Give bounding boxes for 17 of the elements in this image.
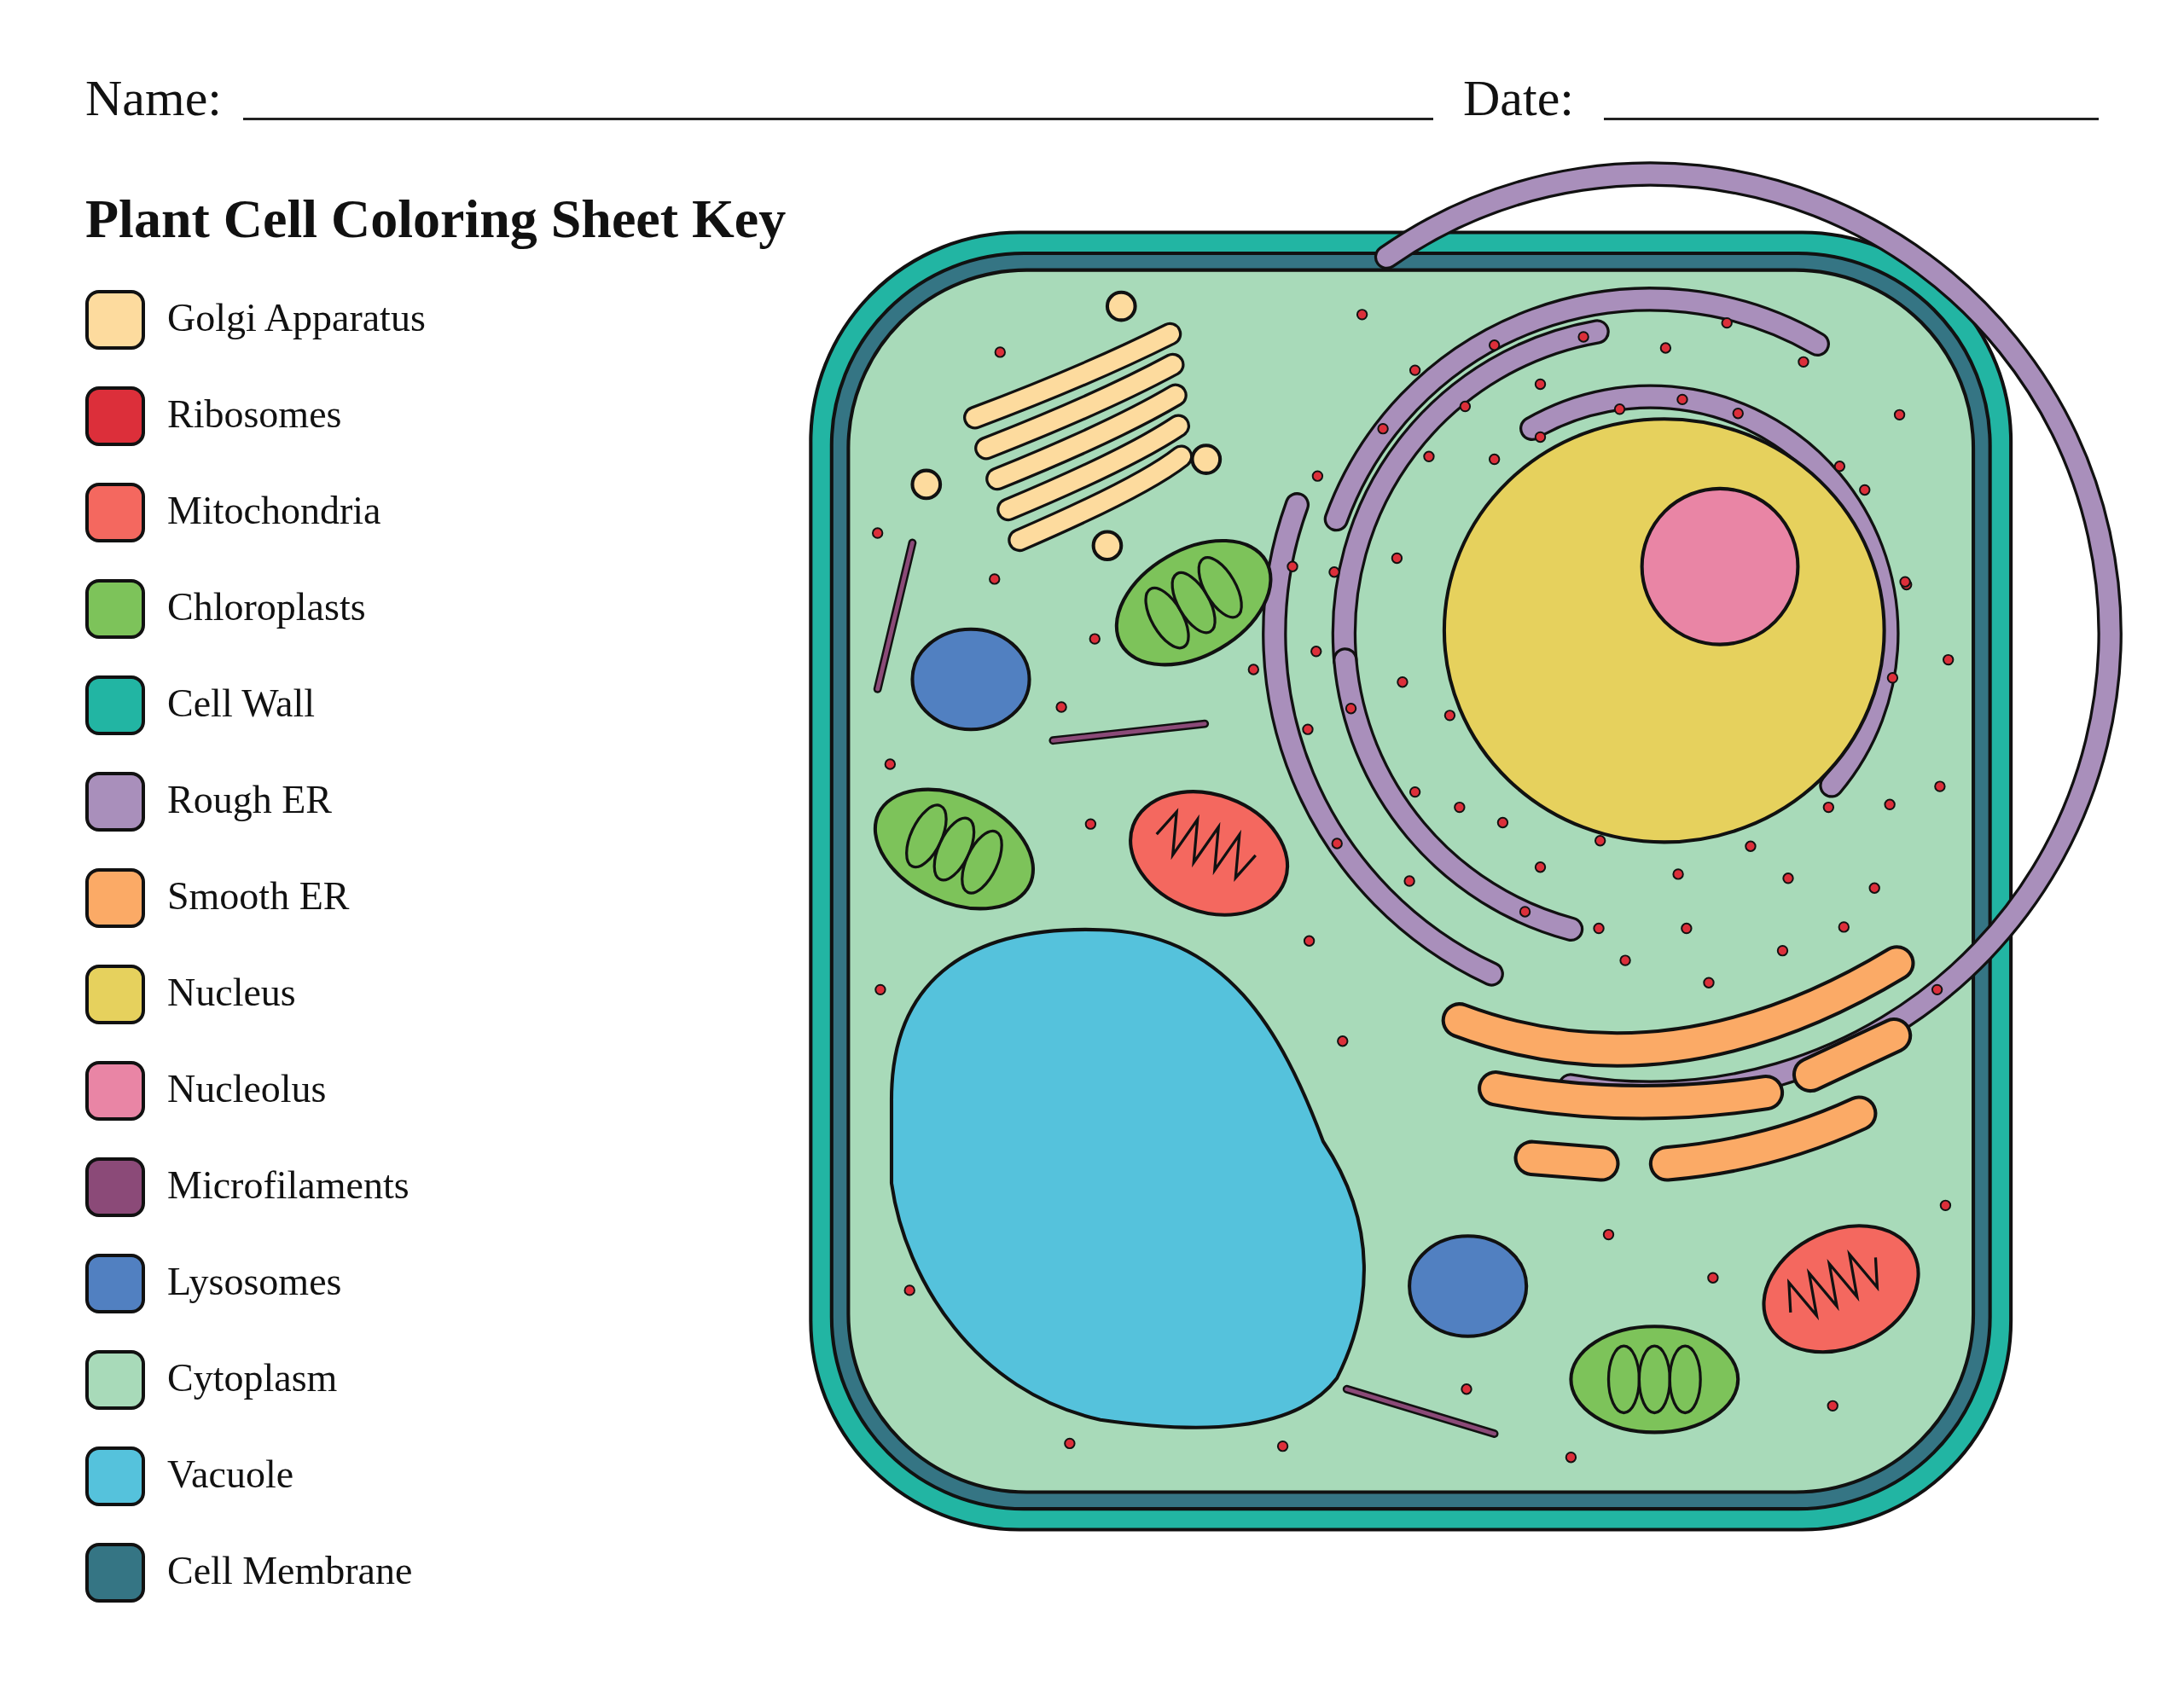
sheet-title: Plant Cell Coloring Sheet Key — [85, 188, 787, 251]
form-label: Date: — [1463, 72, 1574, 124]
legend-label: Nucleolus — [167, 1070, 327, 1109]
legend-label: Microfilaments — [167, 1166, 410, 1205]
legend-label: Lysosomes — [167, 1262, 342, 1301]
legend-label: Smooth ER — [167, 877, 350, 916]
legend-label: Golgi Apparatus — [167, 299, 426, 338]
legend-label: Nucleus — [167, 973, 296, 1012]
legend-label: Ribosomes — [167, 395, 342, 434]
legend-label: Cell Membrane — [167, 1551, 413, 1591]
legend-label: Cytoplasm — [167, 1359, 338, 1398]
legend-label: Chloroplasts — [167, 588, 366, 627]
legend-label: Vacuole — [167, 1455, 294, 1494]
legend-label: Cell Wall — [167, 684, 316, 723]
legend-label: Mitochondria — [167, 491, 381, 530]
legend-label: Rough ER — [167, 780, 332, 820]
form-label: Name: — [85, 72, 222, 124]
